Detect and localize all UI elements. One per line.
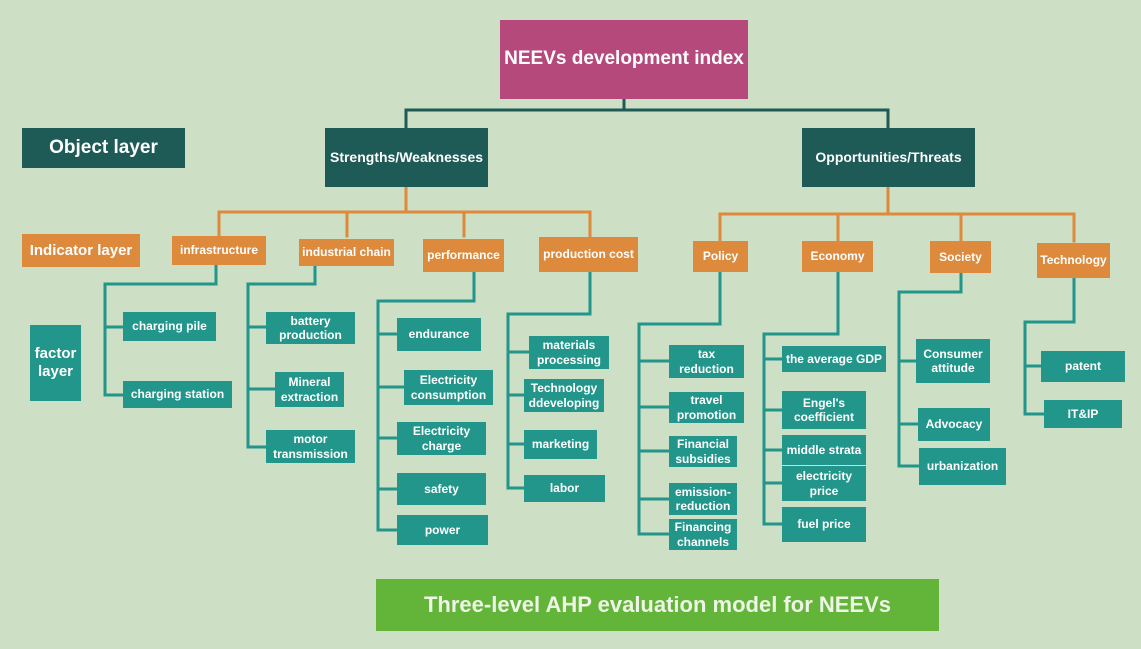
factor-node: charging pile	[123, 312, 216, 341]
factor-node: Mineral extraction	[275, 372, 344, 407]
indicator-node: Society	[930, 241, 991, 273]
factor-node: travel promotion	[669, 392, 744, 423]
factor-node: power	[397, 515, 488, 545]
factor-node: materials processing	[529, 336, 609, 369]
factor-node: the average GDP	[782, 346, 886, 372]
factor-node: Electricity charge	[397, 422, 486, 455]
factor-node: urbanization	[919, 448, 1006, 485]
factor-node: labor	[524, 475, 605, 502]
indicator-node: Technology	[1037, 243, 1110, 278]
factor-node: middle strata	[782, 435, 866, 465]
diagram-caption: Three-level AHP evaluation model for NEE…	[376, 579, 939, 631]
factor-node: marketing	[524, 430, 597, 459]
indicator-node: performance	[423, 239, 504, 272]
factor-node: electricity price	[782, 466, 866, 501]
factor-node: tax reduction	[669, 345, 744, 378]
factor-node: safety	[397, 473, 486, 505]
indicator-node: industrial chain	[299, 239, 394, 266]
factor-node: Consumer attitude	[916, 339, 990, 383]
factor-node: Technology ddeveloping	[524, 379, 604, 412]
legend-object-layer: Object layer	[22, 128, 185, 168]
factor-node: Engel's coefficient	[782, 391, 866, 429]
factor-node: charging station	[123, 381, 232, 408]
factor-node: endurance	[397, 318, 481, 351]
indicator-node: Policy	[693, 241, 748, 272]
factor-node: Financial subsidies	[669, 436, 737, 467]
object-node: Strengths/Weaknesses	[325, 128, 488, 187]
factor-node: fuel price	[782, 507, 866, 542]
factor-node: Advocacy	[918, 408, 990, 441]
indicator-node: production cost	[539, 237, 638, 272]
legend-indicator-layer: Indicator layer	[22, 234, 140, 267]
legend-factor-layer: factor layer	[30, 325, 81, 401]
indicator-node: Economy	[802, 241, 873, 272]
object-node: Opportunities/Threats	[802, 128, 975, 187]
factor-node: Financing channels	[669, 519, 737, 550]
indicator-node: infrastructure	[172, 236, 266, 265]
factor-node: emission- reduction	[669, 483, 737, 515]
factor-node: battery production	[266, 312, 355, 344]
factor-node: patent	[1041, 351, 1125, 382]
factor-node: IT&IP	[1044, 400, 1122, 428]
top-node: NEEVs development index	[500, 20, 748, 99]
factor-node: motor transmission	[266, 430, 355, 463]
factor-node: Electricity consumption	[404, 370, 493, 405]
